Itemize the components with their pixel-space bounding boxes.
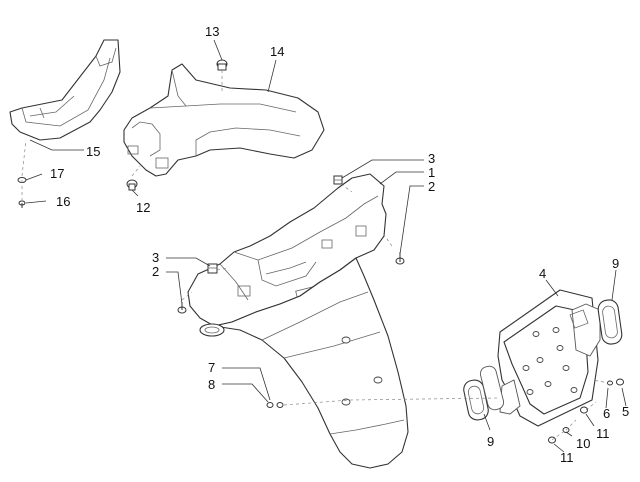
- rear-fender-assembly: [187, 173, 409, 469]
- callout-2-left: 2: [152, 264, 159, 279]
- callout-15: 15: [86, 144, 100, 159]
- clip-part-3-upper: [333, 175, 343, 185]
- callout-11-upper: 11: [596, 426, 610, 441]
- side-cover-part-15: [9, 39, 121, 141]
- callout-11-lower: 11: [560, 450, 574, 465]
- callout-17: 17: [50, 166, 64, 181]
- callout-1: 1: [428, 165, 435, 180]
- bolt-part-13: [216, 59, 228, 71]
- callout-9-lower: 9: [487, 434, 494, 449]
- callout-14: 14: [270, 44, 284, 59]
- callout-16: 16: [56, 194, 70, 209]
- washer-part-8: [266, 402, 284, 408]
- callout-10: 10: [576, 436, 590, 451]
- callout-labels: 13 14 15 17 16 12 3 1 2 3 2 4 9 7 8 6 5 …: [50, 24, 629, 465]
- callout-5: 5: [622, 404, 629, 419]
- washer-part-6: [607, 380, 613, 386]
- bolt-part-12: [126, 179, 138, 191]
- callout-7: 7: [208, 360, 215, 375]
- screw-part-2-left: [177, 302, 187, 314]
- assembly-dashed-lines: [21, 70, 605, 441]
- leader-lines: [25, 39, 627, 453]
- callout-13: 13: [205, 24, 219, 39]
- reflector-part-9-right: [597, 299, 623, 345]
- reflector-part-9-left: [463, 365, 505, 421]
- callout-9-upper: 9: [612, 256, 619, 271]
- screw-part-16: [18, 200, 26, 208]
- callout-4: 4: [539, 266, 546, 281]
- callout-3-left: 3: [152, 250, 159, 265]
- inner-mudguard-part-14: [123, 63, 325, 177]
- callout-8: 8: [208, 377, 215, 392]
- callout-12: 12: [136, 200, 150, 215]
- clip-part-3-left: [207, 263, 218, 274]
- callout-6: 6: [603, 406, 610, 421]
- license-plate-holder-part-4: [497, 289, 601, 427]
- nut-part-11-upper: [580, 406, 588, 414]
- callout-2-upper: 2: [428, 179, 435, 194]
- callout-3-upper: 3: [428, 151, 435, 166]
- screw-part-5: [616, 378, 624, 386]
